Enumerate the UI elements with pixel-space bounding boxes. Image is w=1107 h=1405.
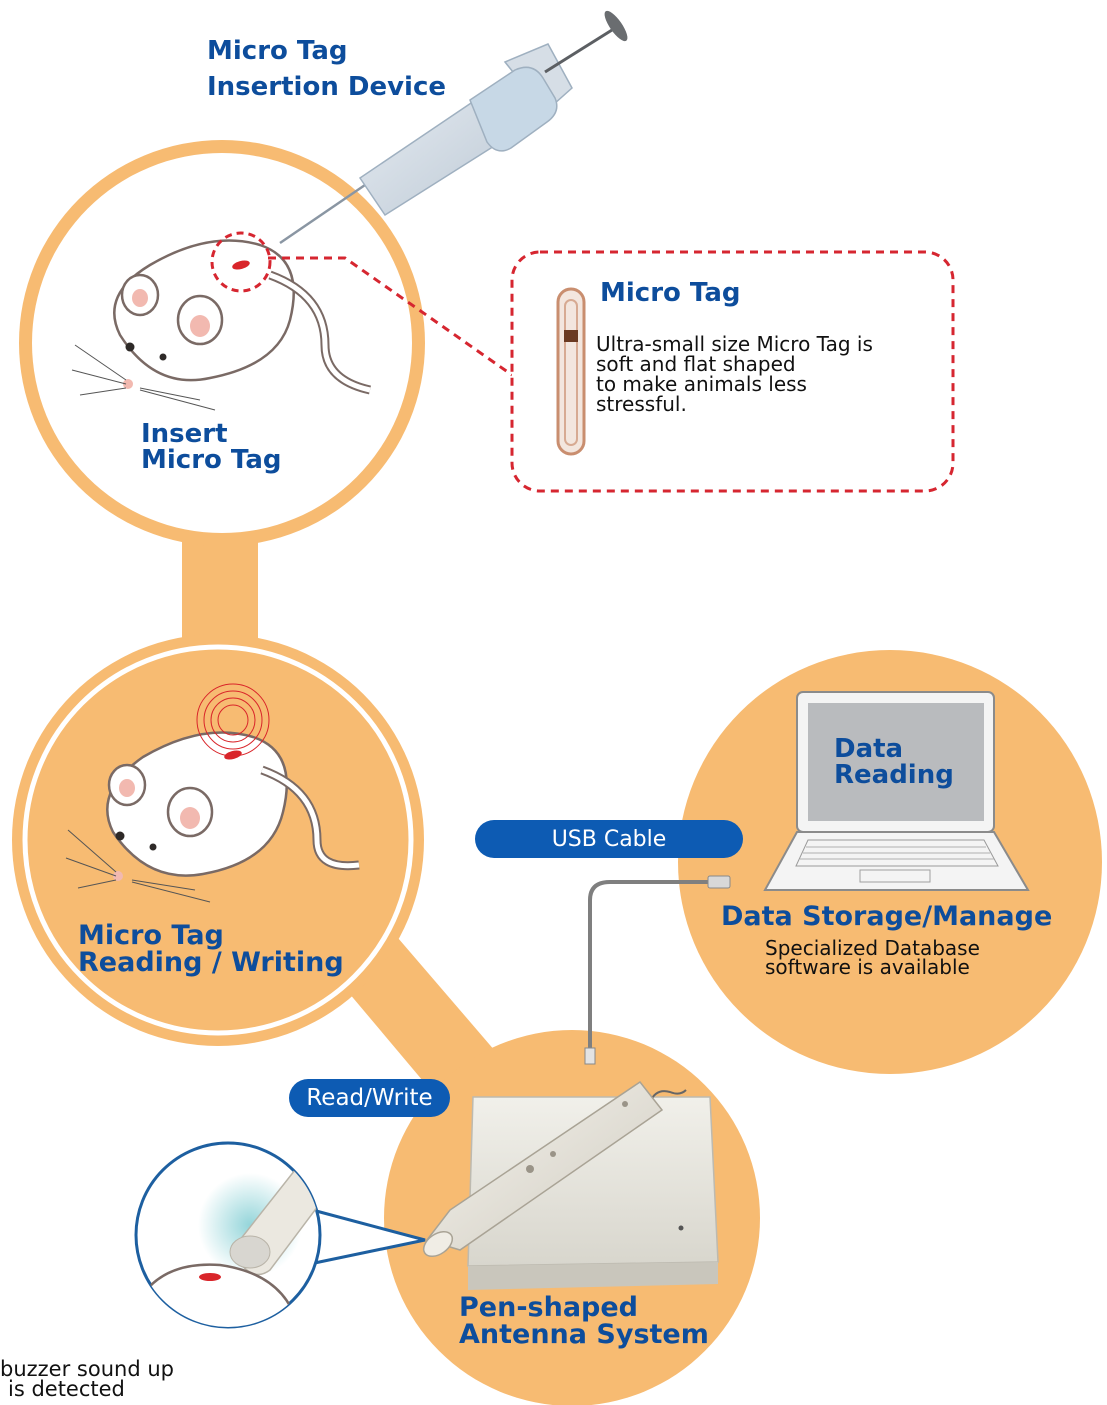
- micro-tag-callout-line1: Ultra-small size Micro Tag is: [596, 334, 873, 354]
- insert-step-label: Insert Micro Tag: [141, 421, 281, 473]
- reading-step-label: Micro Tag Reading / Writing: [78, 922, 344, 976]
- laptop-illustration: [765, 692, 1028, 890]
- micro-tag-callout-line4: stressful.: [596, 394, 873, 414]
- antenna-label: Pen-shaped Antenna System: [459, 1294, 709, 1348]
- antenna-line2: Antenna System: [459, 1321, 709, 1348]
- data-storage-text: Specialized Database software is availab…: [765, 939, 980, 977]
- buzzer-note: buzzer sound up is detected: [0, 1359, 174, 1399]
- usb-cable-label: USB Cable: [475, 820, 743, 858]
- laptop-screen-line2: Reading: [834, 762, 954, 788]
- micro-tag-capsule-illustration: [558, 289, 584, 454]
- data-storage-title: Data Storage/Manage: [721, 903, 1052, 930]
- micro-tag-callout-line2: soft and flat shaped: [596, 354, 873, 374]
- reading-step-line2: Reading / Writing: [78, 949, 344, 976]
- zoom-detail-bubble: [130, 1143, 425, 1335]
- micro-tag-callout-title: Micro Tag: [600, 280, 740, 306]
- micro-tag-callout-text: Ultra-small size Micro Tag is soft and f…: [596, 334, 873, 414]
- laptop-screen-label: Data Reading: [834, 736, 954, 788]
- buzzer-note-line1: buzzer sound up: [0, 1359, 174, 1379]
- data-storage-line2: software is available: [765, 958, 980, 977]
- insertion-device-line1: Micro Tag: [207, 33, 446, 69]
- read-write-label: Read/Write: [289, 1079, 450, 1117]
- micro-tag-callout-line3: to make animals less: [596, 374, 873, 394]
- insert-step-line1: Insert: [141, 421, 281, 447]
- laptop-screen-line1: Data: [834, 736, 954, 762]
- antenna-line1: Pen-shaped: [459, 1294, 709, 1321]
- insert-step-line2: Micro Tag: [141, 447, 281, 473]
- buzzer-note-line2: is detected: [0, 1379, 174, 1399]
- reading-step-line1: Micro Tag: [78, 922, 344, 949]
- insertion-device-label: Micro Tag Insertion Device: [207, 33, 446, 105]
- insertion-device-line2: Insertion Device: [207, 69, 446, 105]
